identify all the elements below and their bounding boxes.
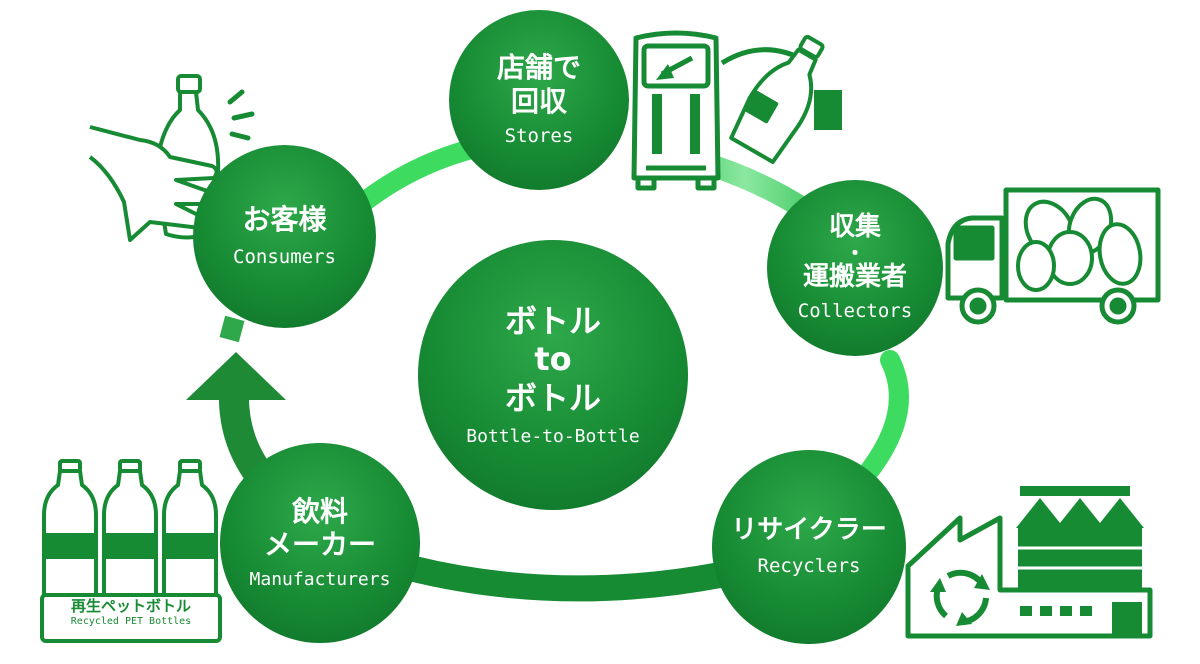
center-line-2: to bbox=[534, 340, 572, 379]
node-recyclers: リサイクラー Recyclers bbox=[712, 450, 906, 644]
node-stores: 店舗で 回収 Stores bbox=[449, 10, 629, 190]
recycled-bottles-jp: 再生ペットボトル bbox=[70, 597, 191, 615]
recycle-arrows-icon bbox=[930, 569, 990, 626]
truck-icon bbox=[945, 187, 1161, 325]
manufacturers-en: Manufacturers bbox=[249, 568, 391, 590]
node-manufacturers: 飲料 メーカー Manufacturers bbox=[220, 443, 420, 643]
consumers-jp: お客様 bbox=[242, 203, 327, 237]
recycled-bottles-label: 再生ペットボトル Recycled PET Bottles bbox=[44, 597, 218, 628]
bottle-pack-icon bbox=[40, 459, 222, 643]
pet-bottle-icon bbox=[720, 34, 842, 164]
consumers-en: Consumers bbox=[233, 245, 336, 268]
consumer-connector bbox=[219, 315, 245, 343]
recycle-bin-icon bbox=[631, 30, 721, 191]
manufacturers-jp-1: 飲料 bbox=[291, 494, 348, 528]
upward-arrow-head bbox=[186, 352, 286, 400]
center-en: Bottle-to-Bottle bbox=[466, 425, 640, 447]
stores-en: Stores bbox=[504, 125, 574, 148]
node-consumers: お客様 Consumers bbox=[193, 145, 376, 328]
recyclers-jp: リサイクラー bbox=[731, 515, 887, 546]
ring-segment-right bbox=[860, 350, 909, 480]
stores-jp-1: 店舗で bbox=[496, 51, 581, 85]
stores-jp-2: 回収 bbox=[510, 84, 567, 118]
collectors-jp-2: ・ bbox=[845, 240, 865, 265]
ring-segment-bottom bbox=[397, 555, 733, 602]
recycled-bottles-en: Recycled PET Bottles bbox=[70, 616, 192, 627]
collectors-jp-1: 収集 bbox=[828, 212, 881, 243]
manufacturers-jp-2: メーカー bbox=[263, 528, 376, 562]
center-line-1: ボトル bbox=[504, 301, 601, 340]
recyclers-en: Recyclers bbox=[757, 555, 861, 578]
node-center: ボトル to ボトル Bottle-to-Bottle bbox=[418, 240, 688, 510]
center-line-3: ボトル bbox=[504, 378, 601, 417]
factory-icon bbox=[905, 486, 1153, 639]
collectors-en: Collectors bbox=[797, 299, 913, 322]
node-collectors: 収集 ・ 運搬業者 Collectors bbox=[767, 180, 943, 356]
collectors-jp-3: 運搬業者 bbox=[802, 261, 907, 292]
